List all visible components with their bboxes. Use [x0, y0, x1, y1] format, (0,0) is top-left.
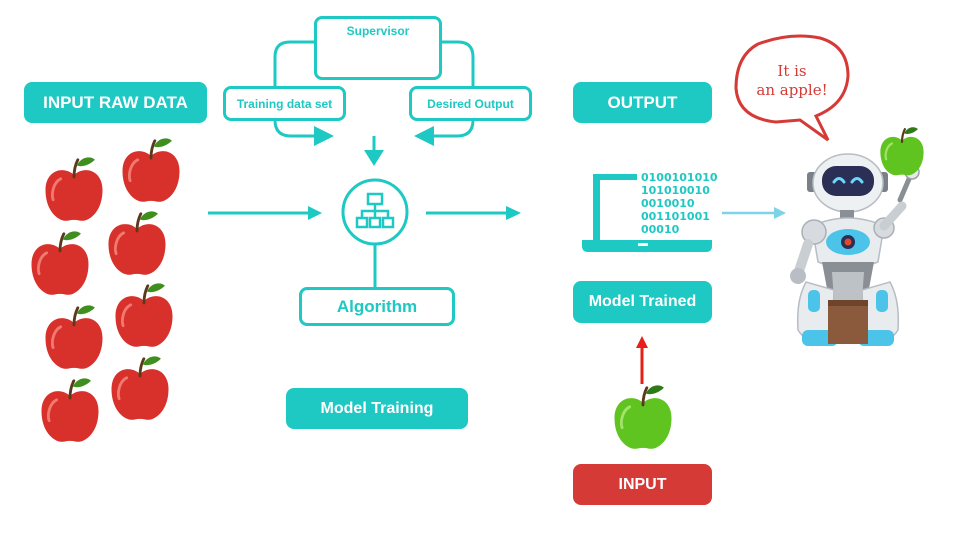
binary-line: 101010010 — [641, 184, 710, 197]
input-raw-data-label: INPUT RAW DATA — [24, 82, 207, 123]
apple-icon — [30, 230, 90, 297]
apple-icon — [114, 282, 174, 349]
binary-line: 00010 — [641, 223, 680, 236]
algorithm-box: Algorithm — [299, 287, 455, 326]
apple-icon — [110, 355, 170, 422]
speech-line: an apple! — [756, 81, 828, 99]
laptop-icon — [582, 174, 712, 252]
supervisor-label: Supervisor — [346, 24, 410, 38]
apple-icon — [40, 377, 100, 444]
desired-output-box: Desired Output — [409, 86, 532, 121]
apple-icon — [44, 304, 104, 371]
training-data-set-box: Training data set — [223, 86, 346, 121]
input-label: INPUT — [573, 464, 712, 505]
apple-icon — [121, 137, 181, 204]
binary-line: 0010010 — [641, 197, 695, 210]
algorithm-icon — [341, 178, 409, 246]
apple-icon — [44, 156, 104, 223]
speech-line: It is — [777, 62, 807, 80]
speech-bubble-icon — [734, 34, 850, 142]
speech-text: It is an apple! — [744, 62, 840, 100]
robot-icon — [790, 126, 925, 346]
output-label: OUTPUT — [573, 82, 712, 123]
binary-output: 0100101010 101010010 0010010 001101001 0… — [641, 171, 718, 236]
model-trained-label: Model Trained — [573, 281, 712, 323]
apple-icon — [613, 384, 673, 451]
binary-line: 0100101010 — [641, 171, 718, 184]
apple-icon — [107, 210, 167, 277]
model-training-label: Model Training — [286, 388, 468, 429]
supervisor-box: Supervisor — [314, 16, 442, 80]
binary-line: 001101001 — [641, 210, 710, 223]
